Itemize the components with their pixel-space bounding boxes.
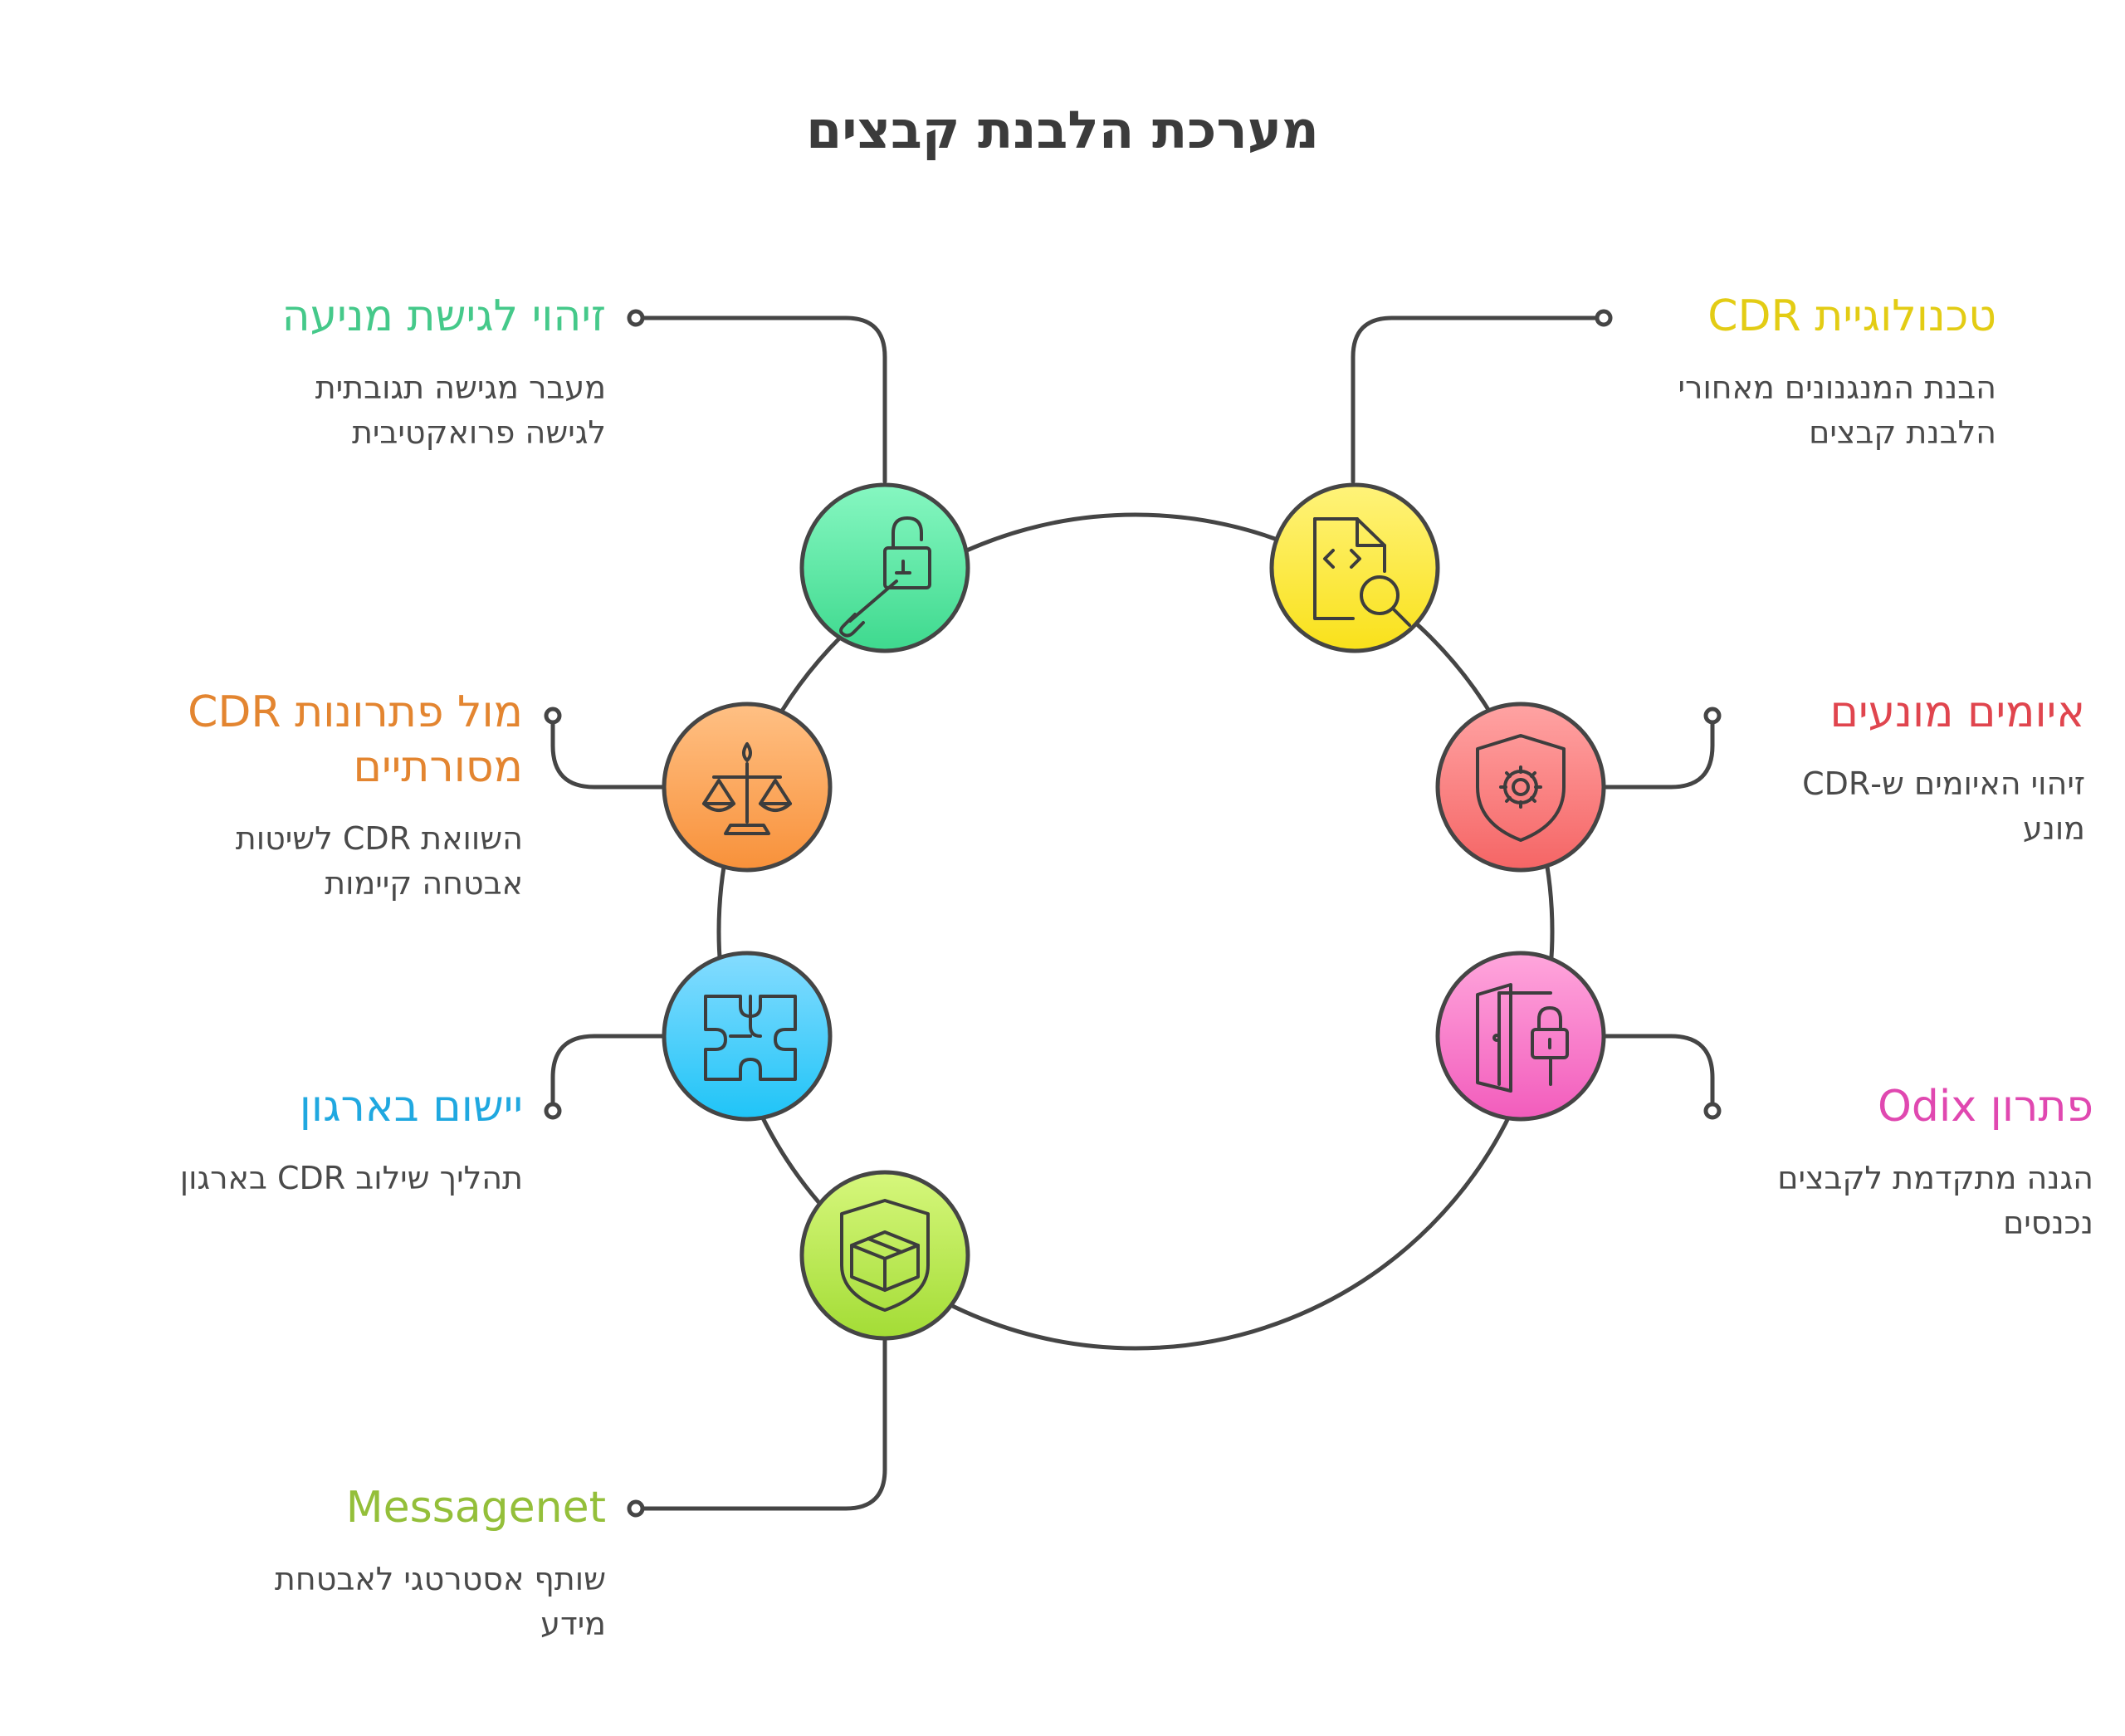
- lock-key-icon: [839, 516, 931, 638]
- connector-dots: [544, 309, 1722, 1518]
- dot-cdr-tech: [1595, 309, 1613, 327]
- shield-box-icon: [840, 1199, 930, 1312]
- implementation-title: יישום בארגון: [299, 1082, 523, 1132]
- node-odix: [1435, 951, 1606, 1122]
- label-messagenet: Messagenet שותף אסטרטגי לאבטחת מידע: [241, 1480, 606, 1646]
- odix-description: הגנה מתקדמת לקבצים נכנסים: [1777, 1160, 2093, 1241]
- dot-messagenet: [627, 1499, 645, 1518]
- node-threats: [1435, 702, 1606, 873]
- dot-traditional: [544, 707, 562, 725]
- threats-title: איומים מונעים: [1829, 687, 2085, 737]
- label-traditional: מול פתרונות CDR מסורתיים השוואת CDR לשיט…: [166, 685, 523, 906]
- node-messagenet: [799, 1170, 970, 1341]
- file-code-search-icon: [1313, 517, 1411, 627]
- label-odix: פתרון Odix הגנה מתקדמת לקבצים נכנסים: [1753, 1079, 2093, 1245]
- label-threats: איומים מונעים זיהוי האיומים ש-CDR מונע: [1753, 685, 2085, 851]
- prevention-title: זיהוי לגישת מניעה: [281, 291, 606, 341]
- page-title: מערכת הלבנת קבצים: [806, 100, 1319, 160]
- dot-implementation: [544, 1102, 562, 1120]
- prevention-description: מעבר מגישה תגובתית לגישה פרואקטיבית: [315, 369, 606, 451]
- central-ring: [716, 512, 1555, 1351]
- implementation-description: תהליך שילוב CDR בארגון: [179, 1160, 523, 1196]
- scales-icon: [702, 742, 792, 835]
- connector-odix: [1601, 1034, 1715, 1113]
- connector-messagenet: [633, 1334, 887, 1511]
- odix-title: פתרון Odix: [1877, 1082, 2093, 1132]
- label-cdr-tech: טכנולוגיית CDR הבנת המנגנונים מאחורי הלב…: [1648, 289, 1997, 455]
- connector-threats: [1601, 713, 1715, 790]
- shield-gear-icon: [1476, 734, 1566, 842]
- connector-implementation: [550, 1034, 667, 1113]
- node-cdr-tech: [1269, 482, 1440, 653]
- cdr-tech-title: טכנולוגיית CDR: [1707, 291, 1996, 341]
- threats-description: זיהוי האיומים ש-CDR מונע: [1802, 765, 2085, 847]
- traditional-description: השוואת CDR לשיטות אבטחה קיימות: [235, 820, 523, 902]
- traditional-title: מול פתרונות CDR מסורתיים: [188, 687, 523, 792]
- dot-prevention: [627, 309, 645, 327]
- label-implementation: יישום בארגון תהליך שילוב CDR בארגון: [149, 1079, 523, 1201]
- node-circles: [662, 482, 1606, 1341]
- cdr-tech-description: הבנת המנגנונים מאחורי הלבנת קבצים: [1678, 369, 1997, 451]
- dot-threats: [1703, 707, 1722, 725]
- connector-lines: [550, 315, 1715, 1511]
- connector-cdr-tech: [1351, 315, 1606, 484]
- connector-traditional: [550, 713, 667, 790]
- label-prevention: זיהוי לגישת מניעה מעבר מגישה תגובתית לגי…: [249, 289, 606, 455]
- connector-prevention: [633, 315, 887, 484]
- puzzle-icon: [704, 995, 797, 1081]
- door-lock-icon: [1476, 983, 1569, 1093]
- dot-odix: [1703, 1102, 1722, 1120]
- messagenet-description: שותף אסטרטגי לאבטחת מידע: [274, 1561, 606, 1642]
- messagenet-title: Messagenet: [345, 1483, 606, 1533]
